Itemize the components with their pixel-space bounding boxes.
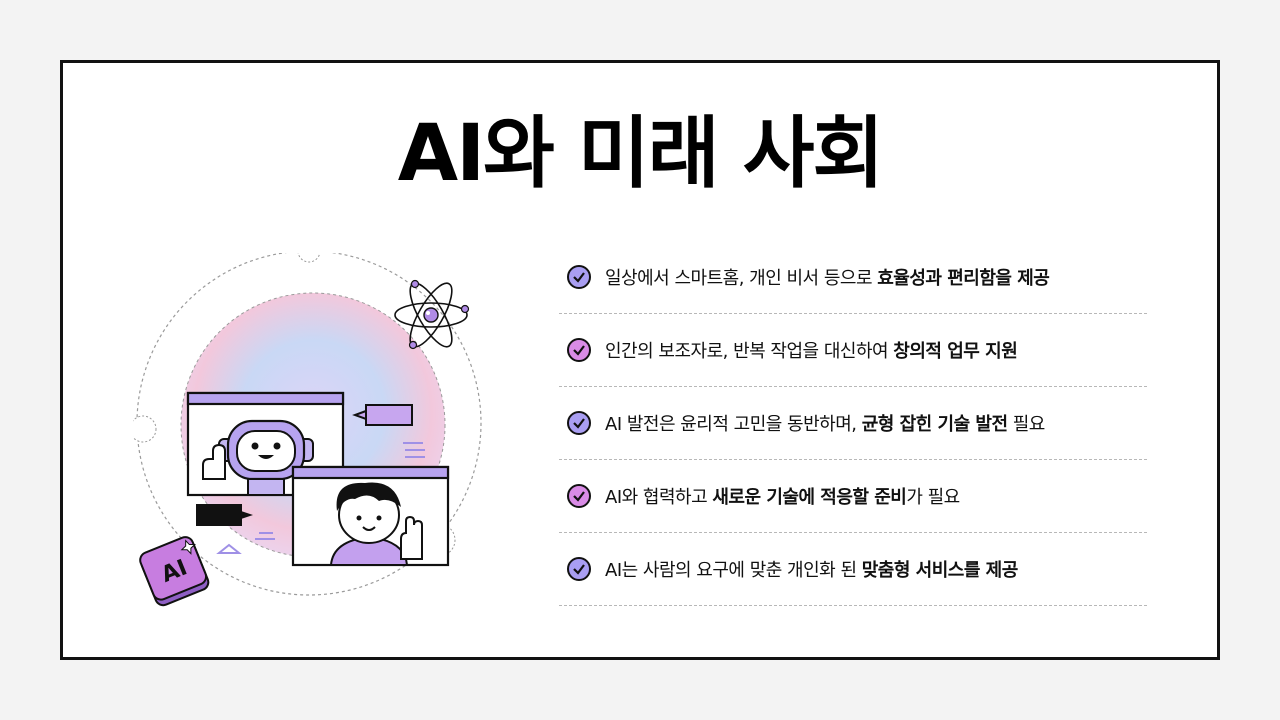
list-item-text: 일상에서 스마트홈, 개인 비서 등으로 효율성과 편리함을 제공: [605, 268, 1050, 289]
list-item-text: AI는 사람의 요구에 맞춘 개인화 된 맞춤형 서비스를 제공: [605, 560, 1018, 581]
bullet-list: 일상에서 스마트홈, 개인 비서 등으로 효율성과 편리함을 제공 인간의 보조…: [559, 241, 1147, 606]
check-icon: [567, 338, 591, 362]
list-item: 인간의 보조자로, 반복 작업을 대신하여 창의적 업무 지원: [559, 314, 1147, 387]
list-item: AI와 협력하고 새로운 기술에 적응할 준비가 필요: [559, 460, 1147, 533]
atom-icon: [394, 279, 470, 350]
check-icon: [567, 265, 591, 289]
slide-title: AI와 미래 사회: [397, 109, 885, 199]
list-item: 일상에서 스마트홈, 개인 비서 등으로 효율성과 편리함을 제공: [559, 241, 1147, 314]
person-window: [291, 465, 450, 567]
list-item: AI 발전은 윤리적 고민을 동반하며, 균형 잡힌 기술 발전 필요: [559, 387, 1147, 460]
ai-illustration: AI: [133, 253, 482, 607]
list-item: AI는 사람의 요구에 맞춘 개인화 된 맞춤형 서비스를 제공: [559, 533, 1147, 606]
speech-bubble-left: [196, 504, 253, 526]
check-icon: [567, 484, 591, 508]
robot-icon: [218, 419, 314, 496]
check-icon: [567, 411, 591, 435]
speech-bubble-right: [352, 404, 413, 426]
check-icon: [567, 557, 591, 581]
person-icon: [329, 482, 423, 566]
list-item-text: AI와 협력하고 새로운 기술에 적응할 준비가 필요: [605, 487, 960, 508]
slide: AI와 미래 사회: [60, 60, 1220, 660]
list-item-text: 인간의 보조자로, 반복 작업을 대신하여 창의적 업무 지원: [605, 341, 1018, 362]
list-item-text: AI 발전은 윤리적 고민을 동반하며, 균형 잡힌 기술 발전 필요: [605, 414, 1045, 435]
ai-badge-icon: AI: [139, 536, 210, 607]
